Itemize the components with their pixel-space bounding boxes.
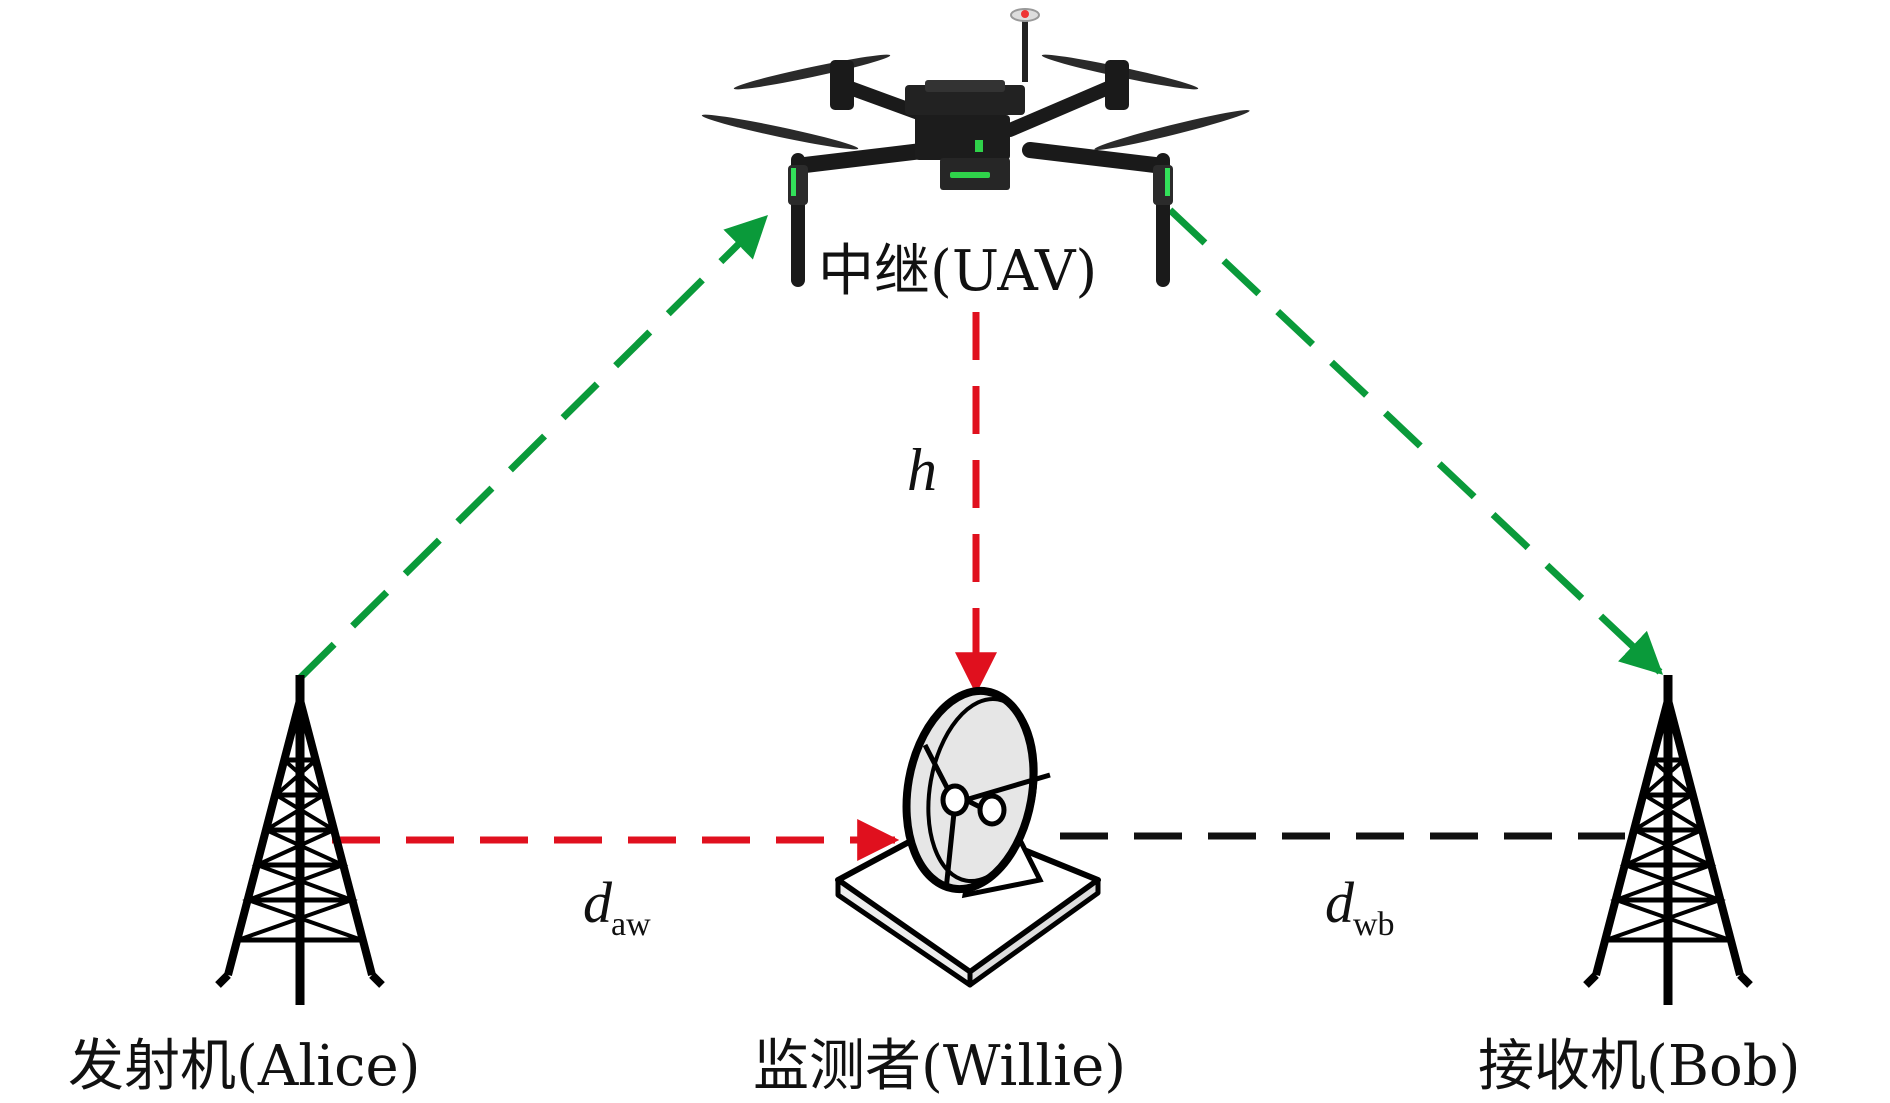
- transmit-tower-icon: [215, 675, 385, 1005]
- alice-to-uav-link: [297, 215, 768, 681]
- distance-wb-symbol: d: [1325, 870, 1355, 935]
- receive-tower-icon: [1583, 675, 1753, 1005]
- alice-label: 发射机(Alice): [68, 1034, 420, 1099]
- uav-to-bob-link: [1167, 207, 1664, 675]
- uav-label: 中继(UAV): [818, 239, 1097, 304]
- distance-wb-subscript: wb: [1353, 906, 1395, 943]
- willie-label: 监测者(Willie): [753, 1034, 1126, 1099]
- drone-icon: [701, 8, 1250, 287]
- satellite-dish-icon: [835, 686, 1101, 988]
- height-label: h: [907, 437, 937, 503]
- distance-aw-subscript: aw: [611, 906, 651, 943]
- distance-willie-bob-label: d wb: [1325, 870, 1395, 943]
- bob-label: 接收机(Bob): [1478, 1034, 1800, 1099]
- distance-alice-willie-label: d aw: [583, 870, 651, 943]
- distance-aw-symbol: d: [583, 870, 613, 935]
